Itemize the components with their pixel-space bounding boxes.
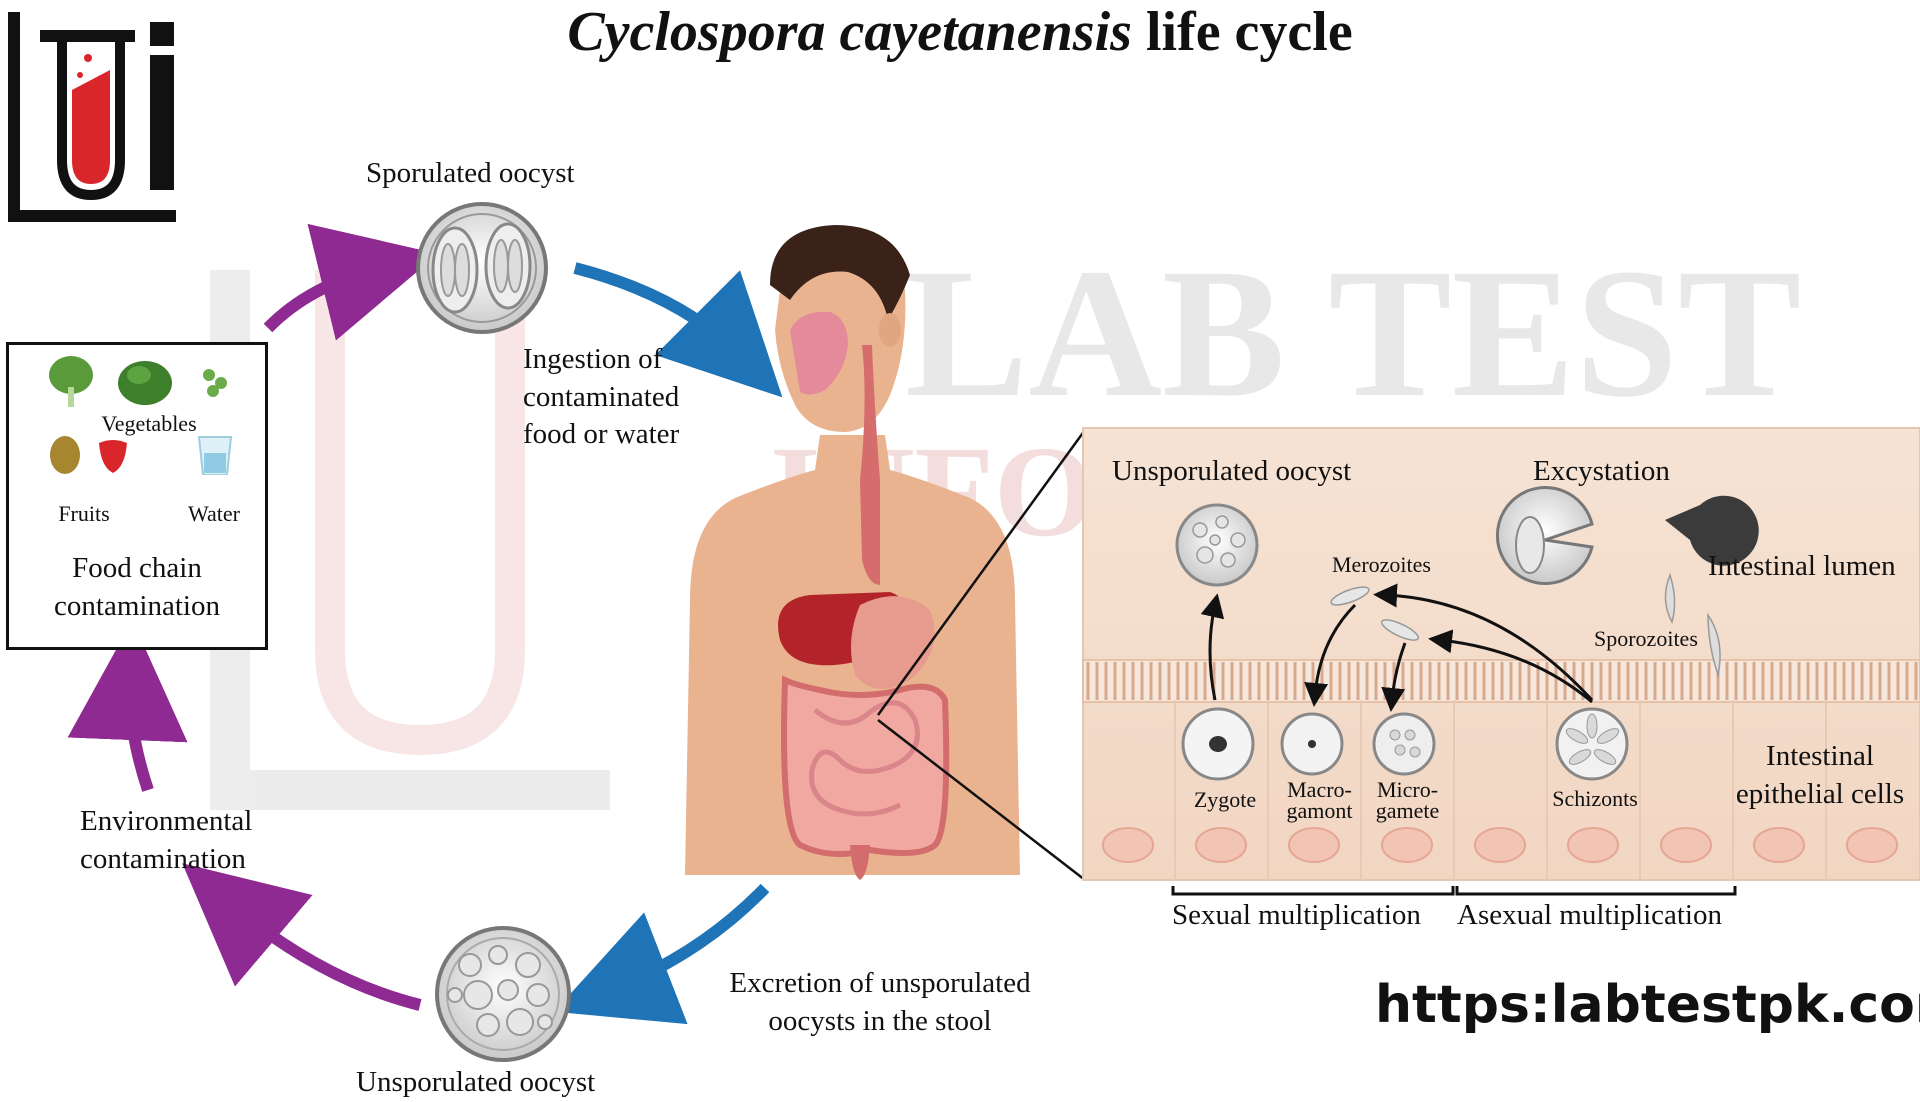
intestinal-lumen-label: Intestinal lumen	[1708, 550, 1896, 582]
arrow-environment-to-food	[67, 620, 188, 792]
environmental-contamination-label: Environmental contamination	[80, 805, 253, 875]
logo-icon	[8, 12, 176, 222]
title-species: Cyclospora cayetanensis	[567, 1, 1132, 63]
asexual-multiplication-label: Asexual multiplication	[1457, 899, 1722, 931]
sporulated-oocyst-image	[416, 202, 548, 334]
title-suffix: life cycle	[1145, 1, 1353, 63]
water-glass-icon	[197, 436, 233, 475]
excretion-label: Excretion of unsporulated oocysts in the…	[729, 967, 1031, 1037]
sexual-bracket	[1171, 886, 1455, 896]
food-icons	[49, 356, 233, 475]
unsporulated-oocyst-bottom-label: Unsporulated oocyst	[356, 1066, 596, 1098]
unsporulated-oocyst-bottom-image	[435, 926, 571, 1062]
arrow-sporulated-to-human	[573, 262, 783, 398]
zygote-label: Zygote	[1193, 787, 1257, 812]
svg-text:LAB TEST: LAB TEST	[905, 231, 1801, 436]
arrow-food-to-sporulated	[263, 223, 439, 341]
diagram-title: Cyclospora cayetanensis life cycle	[0, 0, 1920, 64]
macrogamont-label: Macro- gamont	[1286, 777, 1353, 823]
ingestion-label: Ingestion of contaminated food or water	[523, 343, 680, 451]
schizonts-label: Schizonts	[1552, 786, 1638, 811]
pear-icon	[50, 436, 80, 474]
intestinal-panel	[1082, 427, 1920, 881]
zoom-line-bottom	[877, 719, 1086, 881]
zoom-line-top	[876, 429, 1087, 716]
food-chain-caption: Food chain contamination	[54, 552, 220, 622]
epithelial-cells-label: Intestinal epithelial cells	[1735, 740, 1905, 810]
water-label: Water	[188, 501, 240, 526]
sporulated-oocyst-label: Sporulated oocyst	[366, 157, 575, 189]
vegetables-label: Vegetables	[101, 411, 197, 436]
herb-icon	[203, 369, 227, 397]
panel-unsporulated-oocyst-label: Unsporulated oocyst	[1112, 455, 1352, 487]
lettuce-icon	[118, 361, 172, 405]
website-url[interactable]: https:labtestpk.com	[1375, 975, 1920, 1035]
arrow-human-to-stool	[554, 883, 770, 1025]
sporozoites-label: Sporozoites	[1594, 626, 1698, 651]
excystation-label: Excystation	[1533, 455, 1670, 487]
asexual-bracket	[1455, 886, 1737, 896]
merozoites-label: Merozoites	[1332, 552, 1431, 577]
fruits-label: Fruits	[58, 501, 110, 526]
microgamete-label: Micro- gamete	[1375, 777, 1440, 823]
vegetable-icon	[49, 356, 93, 407]
sexual-multiplication-label: Sexual multiplication	[1172, 899, 1421, 931]
strawberry-icon	[99, 440, 127, 473]
arrow-stool-to-environment	[182, 863, 422, 1011]
food-chain-box: Vegetables Fruits Water Food chain conta…	[6, 342, 268, 650]
